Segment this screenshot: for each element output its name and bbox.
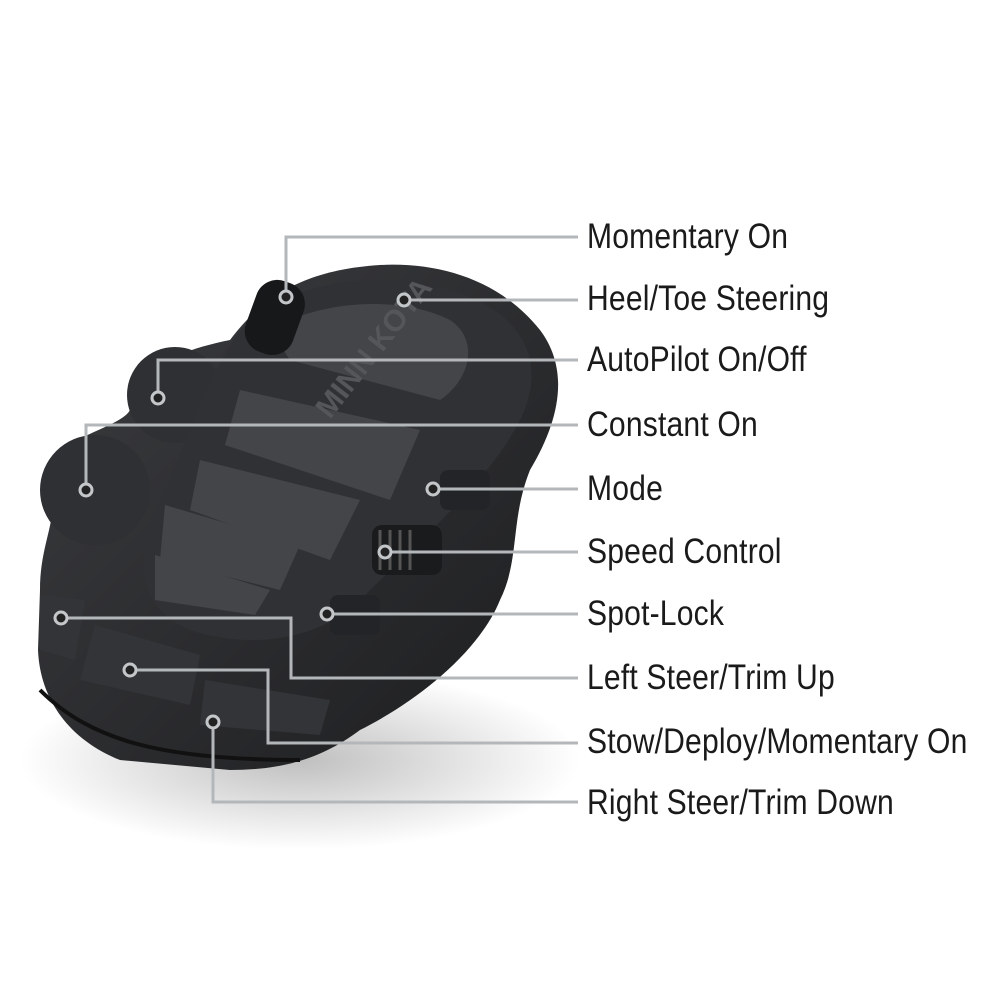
dot-constant-on [78,482,94,498]
leader-right-steer [211,722,578,804]
left-steer-button [40,595,85,660]
dot-stow-deploy [122,662,138,678]
stow-deploy-button [80,625,200,705]
callout-constant-on: Constant On [587,405,758,444]
right-steer-button [200,680,330,735]
base-rim [38,688,301,762]
dot-speed-control [377,544,393,560]
leader-stow-deploy [130,668,578,745]
dot-autopilot [150,390,166,406]
dot-heel-toe [396,292,412,308]
leader-left-steer [61,616,578,680]
callout-spot-lock: Spot-Lock [587,594,725,633]
callout-autopilot: AutoPilot On/Off [587,340,807,379]
grip-pad-5 [155,555,270,615]
leader-lines [61,235,578,804]
grip-pad-3 [190,460,360,560]
grip-pad-top [270,303,469,400]
callout-speed-control: Speed Control [587,532,782,571]
dot-momentary-on [278,289,294,305]
leader-momentary-on [284,235,578,297]
leader-constant-on [84,423,578,490]
callout-stow-deploy: Stow/Deploy/Momentary On [587,722,968,761]
dot-spot-lock [319,606,335,622]
callout-momentary-on: Momentary On [587,217,789,256]
dot-right-steer [205,714,221,730]
dot-mode [425,481,441,497]
constant-on-button [40,435,150,545]
callout-left-steer: Left Steer/Trim Up [587,658,835,697]
callout-right-steer: Right Steer/Trim Down [587,783,894,822]
callout-heel-toe-steering: Heel/Toe Steering [587,279,830,318]
grip-pad-2 [225,390,420,500]
callout-mode: Mode [587,469,663,508]
leader-autopilot [156,358,578,398]
leader-dots [53,289,441,730]
dot-left-steer [53,610,69,626]
